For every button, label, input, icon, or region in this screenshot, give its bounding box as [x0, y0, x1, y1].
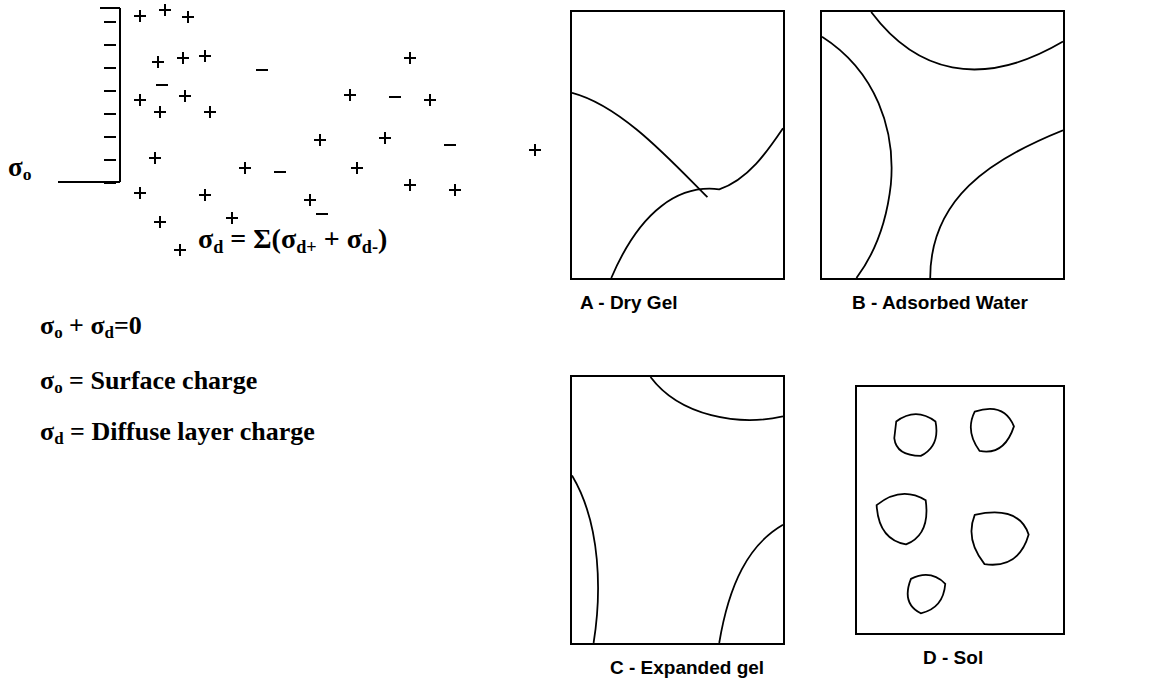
panel-label: C - Expanded gel	[610, 657, 764, 679]
panel-label: B - Adsorbed Water	[852, 292, 1028, 314]
particle-outline	[572, 12, 783, 278]
gel-state-panel: D - Sol	[855, 385, 1065, 669]
definition-note: σd = Diffuse layer charge	[40, 418, 315, 447]
panel-frame	[855, 385, 1065, 635]
definition-note: σo = Surface charge	[40, 367, 257, 396]
neutrality-equation: σo + σd=0	[40, 312, 142, 341]
particle-outline	[822, 12, 1063, 278]
diffuse-charge-equation: σd = Σ(σd+ + σd-)	[198, 224, 387, 255]
panel-frame	[570, 10, 785, 280]
panel-label: D - Sol	[923, 647, 983, 669]
gel-state-panel: A - Dry Gel	[570, 10, 785, 314]
panel-frame	[820, 10, 1065, 280]
surface-charge-symbol: σo	[8, 153, 31, 183]
gel-state-panel: B - Adsorbed Water	[820, 10, 1065, 314]
gel-state-panel: C - Expanded gel	[570, 375, 785, 679]
panel-frame	[570, 375, 785, 645]
particle-outline	[572, 377, 783, 643]
panel-label: A - Dry Gel	[580, 292, 678, 314]
particle-outline	[857, 387, 1063, 633]
